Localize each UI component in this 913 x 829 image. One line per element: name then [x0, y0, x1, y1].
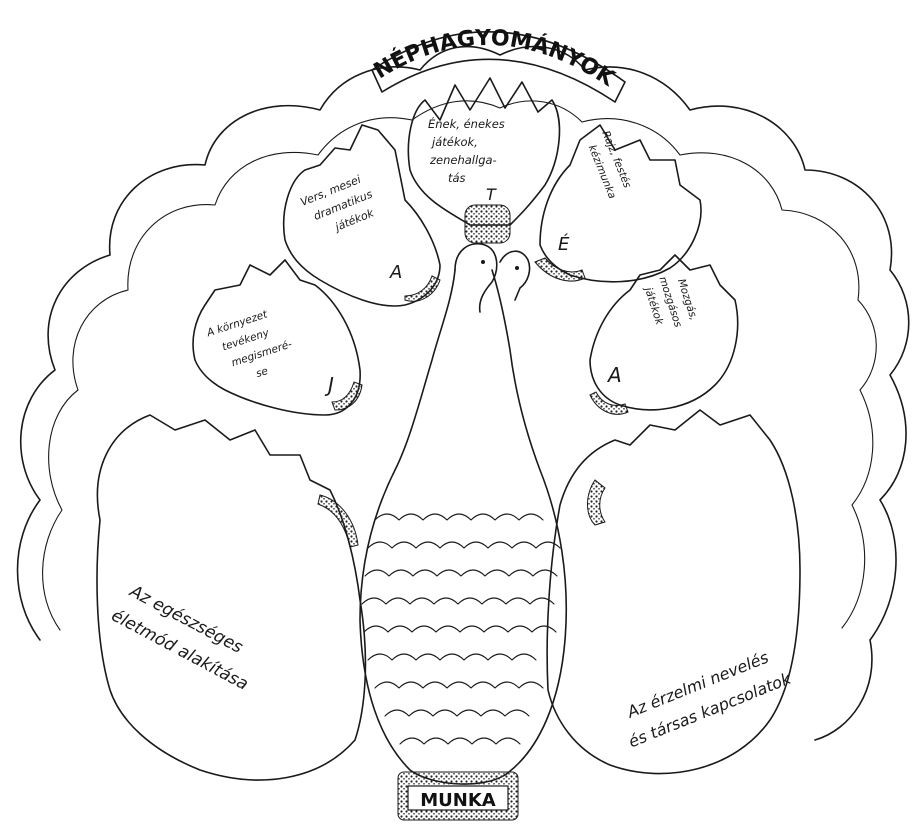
right-wing-curl — [588, 480, 606, 525]
feather-right-upper-eye — [535, 258, 585, 281]
label-center-line-1: Ének, énekes — [428, 116, 505, 131]
feather-right-lower-eye — [590, 392, 628, 414]
label-left-lower: A környezet tevékeny megismeré- se — [205, 304, 300, 391]
label-center-line-3: zenehallga- — [429, 153, 497, 167]
feather-letter-left-lower: J — [324, 373, 334, 397]
label-right-upper: Rajz, festés kézimunka — [583, 129, 635, 201]
label-right-lower: Mozgás, mozgásos játékok — [640, 270, 700, 335]
label-left-lower-line-4: se — [255, 365, 270, 380]
breast-scales — [362, 514, 560, 744]
peacock-body — [360, 270, 566, 784]
peacock-eye-right — [515, 266, 519, 270]
label-left-upper: Vers, mesei dramatikus játékok — [299, 171, 382, 242]
peacock-head-right — [500, 251, 530, 300]
label-center: Ének, énekes játékok, zenehallga- tás — [428, 116, 505, 185]
left-wing-curl — [318, 495, 358, 547]
feather-left-lower-eye — [332, 382, 362, 410]
feather-center-shape — [408, 78, 559, 225]
label-center-line-4: tás — [448, 171, 466, 185]
feather-left-upper-eye — [405, 276, 440, 301]
feather-letter-right-lower: A — [606, 363, 622, 387]
feather-letter-left-upper: A — [389, 262, 402, 283]
feather-left-lower-shape — [193, 260, 360, 415]
feather-center-eye — [465, 205, 510, 243]
label-left-wing: Az egészséges életmód alakítása — [108, 579, 266, 694]
label-right-wing: Az érzelmi nevelés és társas kapcsolatok — [615, 643, 794, 752]
feather-right-upper-shape — [540, 125, 701, 282]
label-center-line-2: játékok, — [430, 135, 478, 149]
bottom-banner-text: MUNKA — [420, 790, 496, 811]
peacock-eye-left — [481, 260, 485, 264]
feather-letter-right-upper: É — [558, 233, 570, 255]
feather-letter-center: T — [486, 185, 497, 204]
peacock-head-left — [455, 244, 497, 312]
